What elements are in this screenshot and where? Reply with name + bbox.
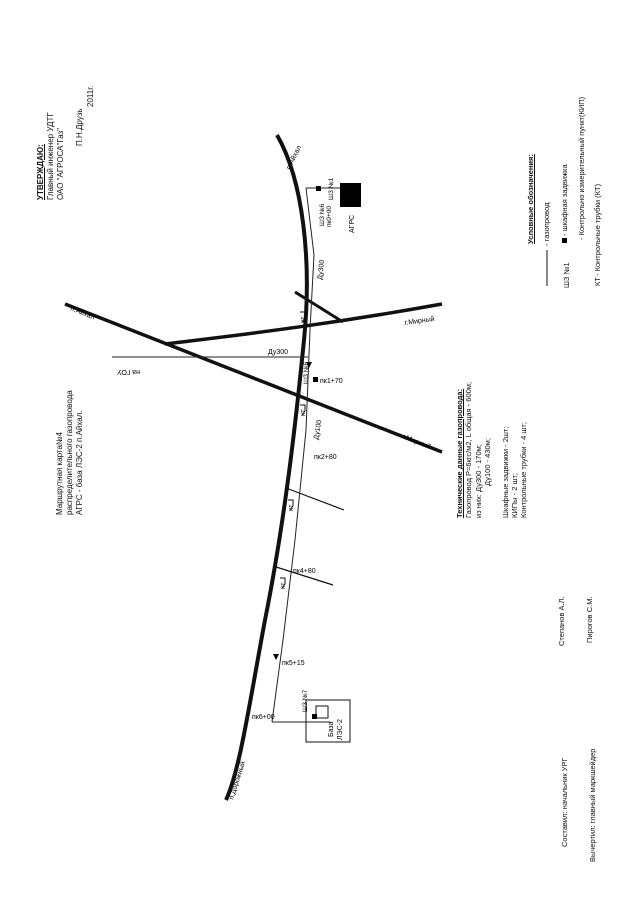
label-kt-4: КТ [281, 582, 287, 589]
label-road-mirny-2: г.Мирный [401, 432, 432, 451]
label-to-gou: на ГОУ [117, 368, 140, 375]
legend-block: Условные обозначения: [526, 154, 535, 244]
approval-signer: П.Н.Друзь [75, 108, 84, 146]
highway-connector [294, 290, 344, 324]
label-agrs: АГРС [349, 215, 356, 233]
agrs-block [340, 183, 361, 207]
legend-kip-label: - Контрольно измерительный пункт(КИП) [577, 96, 586, 240]
legend-valve-label: - шкафная задвижка [560, 164, 569, 236]
title-line-2: распределительного газопровода [65, 390, 74, 515]
legend-heading: Условные обозначения: [526, 154, 535, 244]
label-base-1: База [328, 721, 335, 737]
title-line-3: АГРС - база ЛЭС-2 п.Айхал. [75, 410, 84, 515]
label-pk6: пк6+00 [252, 714, 275, 721]
label-road-mirny-1: г.Мирный [404, 315, 435, 327]
base-inner-box [315, 705, 329, 719]
label-sz6-mid: ШЗ №6 [303, 361, 310, 384]
tech-line-6: Контрольные трубки - 4 шт; [519, 422, 529, 518]
label-road-aykhal-w: п.Айхал [69, 304, 96, 321]
gas-pipeline-main [271, 187, 315, 723]
tech-line-2: из них: Ду300 - 170м; [473, 444, 483, 518]
tech-line-3: Ду100 - 430м; [483, 438, 493, 486]
label-pk5: пк5+15 [282, 660, 305, 667]
label-sz7: ШЗ №7 [302, 689, 309, 712]
label-pk1: пк1+70 [320, 378, 343, 385]
tech-data-block: Технические данные газопровода: Газопров… [455, 382, 529, 518]
highway-aykhal-mirny [64, 302, 443, 454]
legend-kt-label: - Контрольные трубки (КТ) [593, 183, 602, 276]
title-line-1: Маршрутная карта№4 [55, 432, 64, 515]
valve-sz6-icon [313, 377, 318, 382]
kip-icon-1 [306, 362, 312, 368]
legend-valve-code: ШЗ №1 [562, 262, 571, 288]
control-tube-icon-1 [300, 311, 306, 323]
drawn-name: Пирогов С.М. [585, 596, 594, 643]
label-du300-top: Ду300 [317, 259, 326, 280]
label-kt-1: КТ [301, 316, 307, 323]
drawn-role: Вычертил: главный маркшейдер [588, 748, 597, 862]
label-kt-2: КТ [301, 409, 307, 416]
control-tube-icon-3 [288, 499, 294, 511]
control-tube-icon-4 [280, 577, 286, 589]
valve-sz7-icon [312, 714, 317, 719]
kip-icon-2 [273, 654, 279, 660]
approval-line-1: Главный инженер УДТГ [46, 112, 55, 200]
tech-line-5: КИПы - 2 шт; [509, 473, 519, 518]
tech-line-4: Шкафные задвижки - 2шт; [500, 426, 510, 518]
legend-gas-label: - газопровод [542, 202, 551, 246]
legend-kt-code: КТ [593, 277, 602, 286]
legend-valve-icon [562, 238, 567, 243]
label-du100: Ду100 [313, 419, 323, 440]
tech-heading: Технические данные газопровода: [455, 388, 464, 518]
label-sz1: ШЗ №1 [328, 177, 335, 200]
title-block: Маршрутная карта№4 распределительного га… [55, 390, 85, 515]
tech-line-1: Газопровод Р=6кгс/м2, L общая - 600м; [464, 381, 474, 518]
label-kt-3: КТ [289, 504, 295, 511]
valve-sz1-icon [316, 186, 321, 191]
crossing-line-2 [272, 565, 334, 586]
compiled-name: Степанов А.Л. [557, 596, 566, 646]
compiled-role: Составил: начальник УРГ [560, 757, 569, 847]
label-du300-mid: Ду300 [268, 349, 288, 356]
label-sz6-top: ШЗ №6 [319, 203, 326, 226]
highway-aykhal-dorozhny [224, 134, 309, 801]
base-les2-outline [305, 699, 351, 743]
label-base-2: ЛЭС-2 [337, 719, 344, 740]
crossing-line-1 [285, 487, 345, 511]
control-tube-icon-2 [300, 404, 306, 416]
approval-heading: УТВЕРЖДАЮ: [36, 144, 45, 200]
label-pk0: пк0+00 [326, 206, 333, 227]
label-pk4: пк4+80 [293, 568, 316, 575]
approval-year: 2011г. [86, 85, 95, 107]
approval-line-2: ОАО "АГРОСА"Газ" [56, 127, 65, 200]
label-pk2: пк2+80 [314, 454, 337, 461]
approval-block: УТВЕРЖДАЮ: Главный инженер УДТГ ОАО "АГР… [36, 112, 66, 200]
highway-mirny-branch [164, 302, 443, 346]
